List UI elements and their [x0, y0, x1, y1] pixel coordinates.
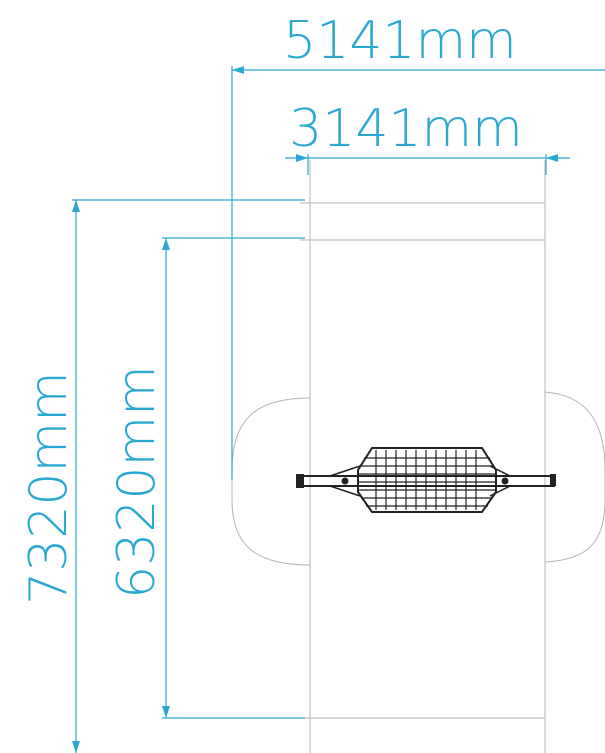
- inner-length-label: 6320mm: [107, 365, 167, 599]
- inner-length-dimension: [162, 237, 305, 719]
- zone-left-arc: [231, 397, 311, 566]
- equipment-basket-swing: [296, 447, 556, 513]
- overall-length-dimension: [72, 199, 305, 753]
- overall-width-label: 5141mm: [283, 11, 517, 71]
- overall-length-label: 7320mm: [19, 371, 79, 605]
- equipment-basket-net: [359, 450, 495, 510]
- inner-length-arrow-top: [162, 238, 170, 250]
- dimension-lines: [72, 66, 605, 753]
- equipment-basket-body: [357, 447, 497, 513]
- equipment-right-end-cap: [550, 474, 556, 486]
- overall-length-arrow-top: [72, 200, 80, 212]
- overall-width-dimension: [231, 66, 605, 480]
- overall-width-arrow-left: [232, 66, 244, 74]
- equipment-left-connector: [329, 465, 361, 497]
- inner-length-arrow-bottom: [162, 706, 170, 718]
- safety-zone-outline: [231, 160, 605, 753]
- inner-width-label: 3141mm: [289, 99, 523, 159]
- equipment-left-joint: [341, 477, 349, 485]
- overall-length-arrow-bottom: [72, 741, 80, 753]
- equipment-right-joint: [501, 477, 509, 485]
- inner-width-arrow-left: [296, 154, 308, 162]
- equipment-left-end-cap: [296, 474, 304, 488]
- inner-width-dimension: [285, 154, 570, 175]
- inner-width-arrow-right: [546, 154, 558, 162]
- zone-right-arc: [544, 391, 605, 563]
